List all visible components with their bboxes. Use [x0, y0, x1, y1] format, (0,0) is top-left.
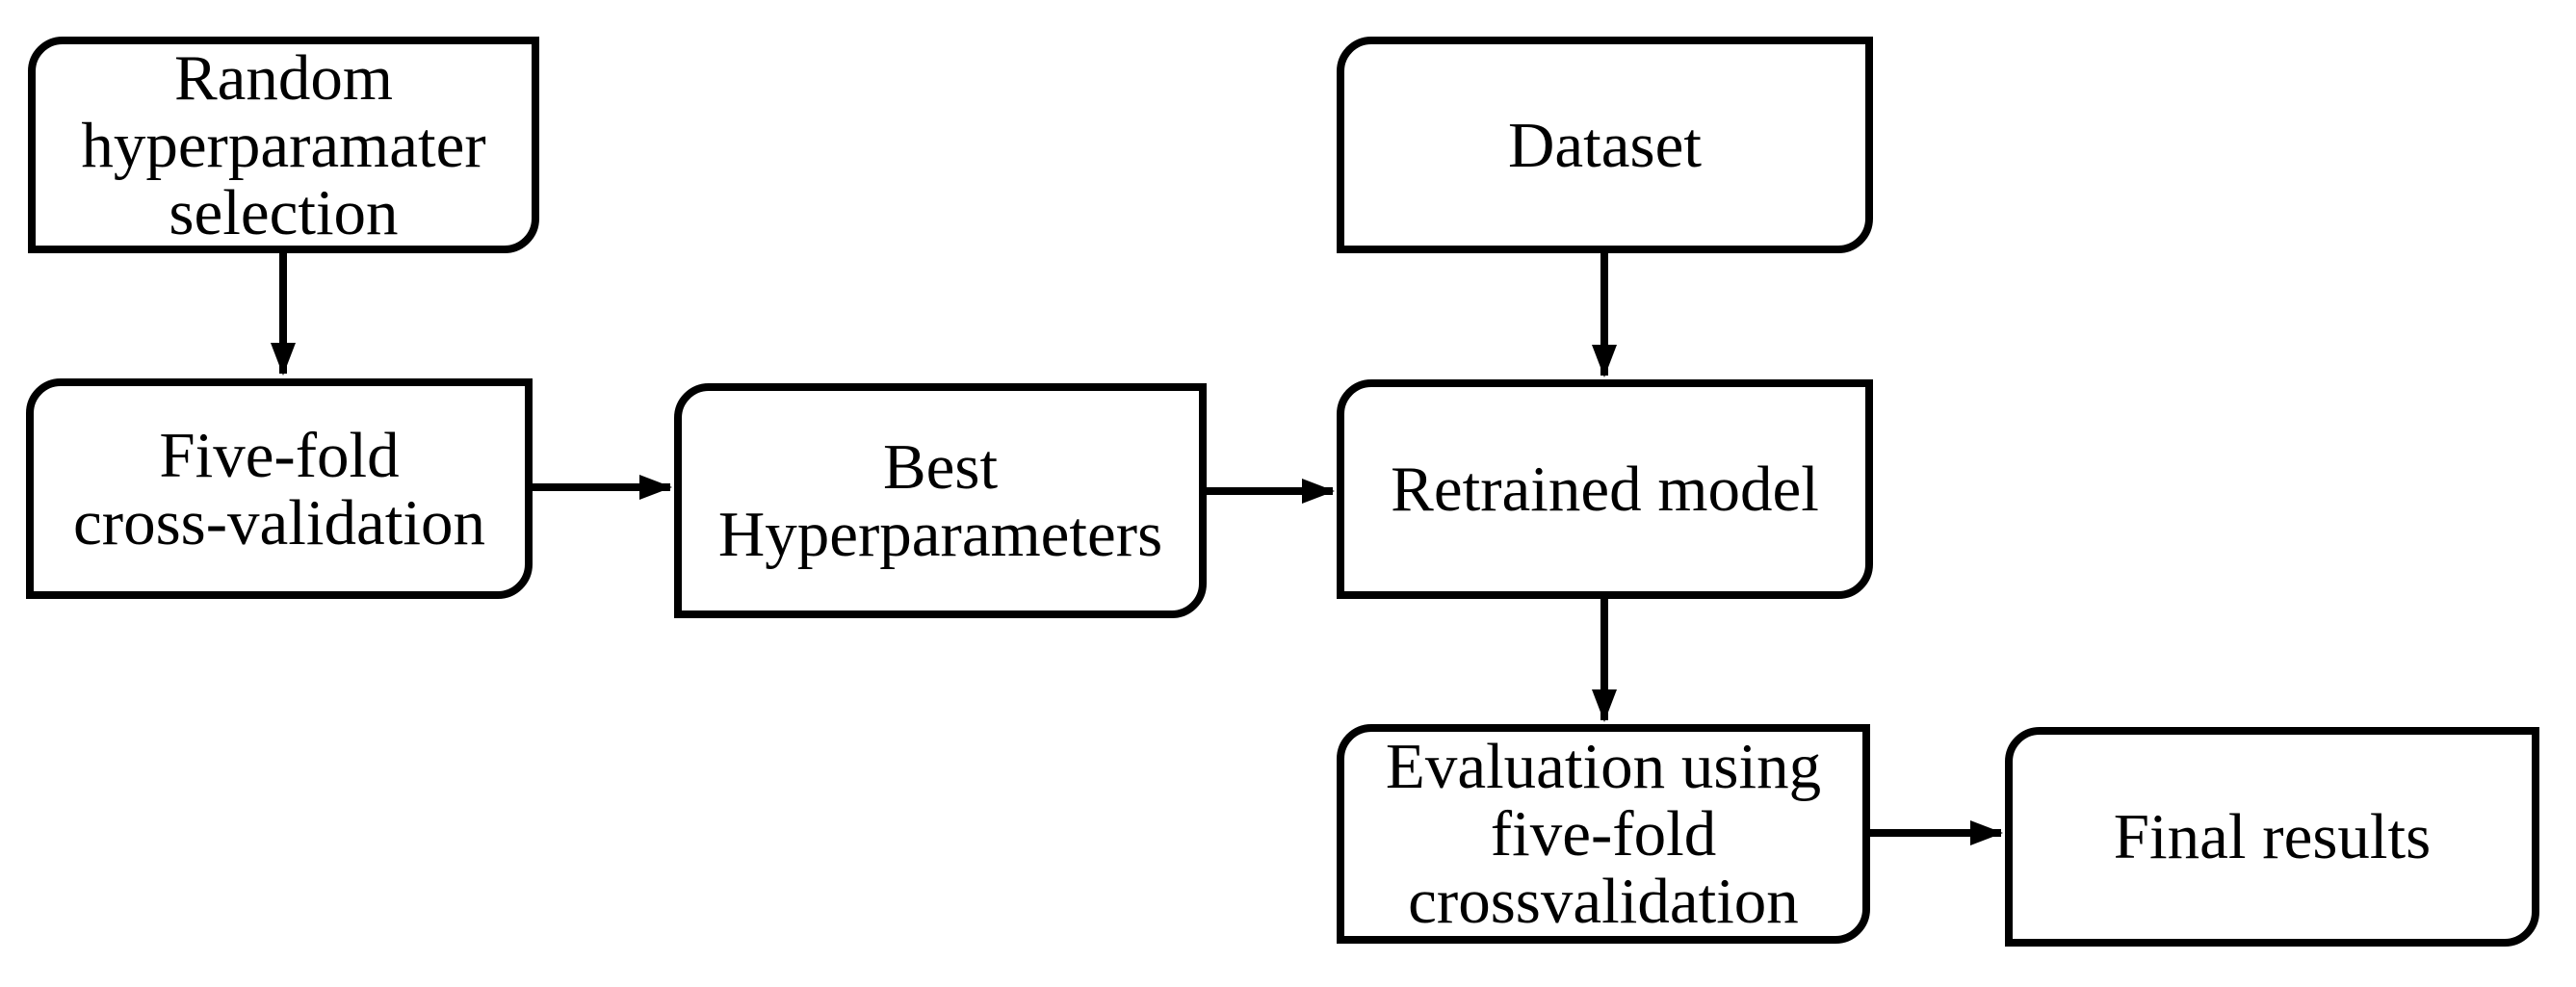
node-label: Final results: [2113, 801, 2432, 872]
node-random-hyperparameter-selection: Random hyperparamater selection: [28, 37, 539, 253]
node-retrained-model: Retrained model: [1337, 379, 1873, 599]
node-label: Random hyperparamater selection: [81, 41, 486, 248]
node-label: Evaluation using five-fold crossvalidati…: [1385, 731, 1822, 937]
node-best-hyperparameters: Best Hyperparameters: [674, 383, 1207, 618]
node-label: Best Hyperparameters: [717, 431, 1163, 570]
node-label: Dataset: [1508, 109, 1702, 181]
node-label: Retrained model: [1391, 454, 1819, 525]
node-evaluation-five-fold: Evaluation using five-fold crossvalidati…: [1337, 724, 1870, 944]
node-label: Five-fold cross-validation: [73, 419, 485, 558]
node-dataset: Dataset: [1337, 37, 1873, 253]
node-five-fold-cross-validation: Five-fold cross-validation: [26, 378, 533, 599]
node-final-results: Final results: [2005, 727, 2539, 947]
